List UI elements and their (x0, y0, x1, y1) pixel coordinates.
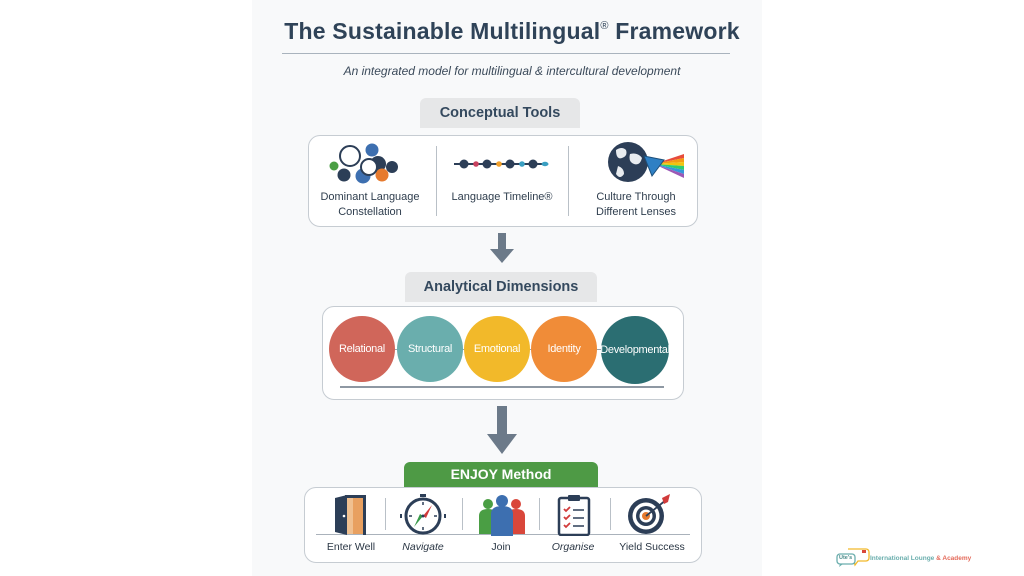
analytical-dimensions-label: Analytical Dimensions (405, 272, 597, 302)
logo-bubble-text: Ute's (839, 555, 853, 561)
down-arrow-icon (487, 406, 517, 461)
logo-ampersand: & (936, 555, 941, 562)
divider (462, 498, 463, 530)
constellation-icon (328, 140, 398, 189)
dimension-label: Structural (407, 343, 453, 355)
dimension-label: Emotional (473, 343, 521, 355)
divider (385, 498, 386, 530)
tool-label-line2: Constellation (338, 206, 402, 218)
dimension-label: Developmental (600, 344, 670, 356)
target-icon (626, 494, 672, 541)
title-divider (282, 53, 730, 54)
dimension-identity: Identity (531, 316, 597, 382)
door-icon (333, 494, 369, 541)
dimension-relational: Relational (329, 316, 395, 382)
dimension-emotional: Emotional (464, 316, 530, 382)
tool-label-line1: Language Timeline® (451, 191, 553, 203)
divider (610, 498, 611, 530)
dimension-structural: Structural (397, 316, 463, 382)
tool-culture-through-different-lenses: Culture Through Different Lenses (574, 190, 698, 220)
conceptual-tools-label: Conceptual Tools (420, 98, 580, 128)
divider (539, 498, 540, 530)
tool-label-line2: Different Lenses (596, 206, 676, 218)
clipboard-checklist-icon (557, 494, 591, 541)
logo-name-part2: Academy (942, 555, 972, 562)
page-title: The Sustainable Multilingual® Framework (0, 18, 1024, 45)
dimension-label: Relational (339, 343, 385, 355)
tool-dominant-language-constellation: Dominant Language Constellation (310, 190, 430, 220)
logo-name: International Lounge & Academy (870, 555, 971, 562)
enjoy-item-yield-success: Yield Success (619, 541, 685, 553)
title-text: The Sustainable Multilingual (284, 18, 601, 44)
academy-logo: Ute's (836, 548, 870, 573)
enjoy-item-navigate: Navigate (402, 541, 444, 553)
down-arrow-icon (490, 233, 514, 270)
enjoy-item-join: Join (491, 541, 511, 553)
enjoy-method-label: ENJOY Method (404, 462, 598, 487)
divider (436, 146, 437, 216)
people-icon (477, 494, 527, 541)
dimension-label: Identity (547, 343, 581, 355)
globe-prism-icon (606, 140, 686, 191)
registered-mark: ® (600, 20, 609, 32)
baseline (340, 386, 664, 388)
logo-name-part1: International Lounge (870, 555, 935, 562)
compass-icon (400, 494, 446, 541)
page-subtitle: An integrated model for multilingual & i… (343, 64, 681, 78)
tool-label-line1: Dominant Language (320, 191, 420, 203)
tool-label-line1: Culture Through (596, 191, 676, 203)
title-text-end: Framework (615, 18, 740, 44)
timeline-icon (452, 157, 550, 176)
tool-language-timeline: Language Timeline® (440, 190, 564, 205)
divider (568, 146, 569, 216)
enjoy-item-organise: Organise (551, 541, 595, 553)
enjoy-item-enter-well: Enter Well (326, 541, 376, 553)
dimension-developmental: Developmental (600, 316, 670, 384)
